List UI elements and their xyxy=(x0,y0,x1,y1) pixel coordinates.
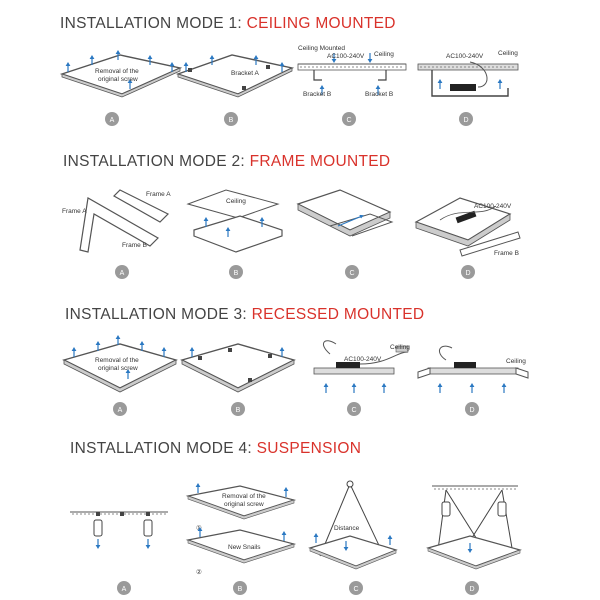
mode-4-figure-c: Distance xyxy=(308,480,398,570)
m3c-ceiling: Ceiling xyxy=(390,344,410,351)
mode-2-name: FRAME MOUNTED xyxy=(249,153,391,170)
m3-step-d xyxy=(465,402,479,416)
mode-3-title: INSTALLATION MODE 3: RECESSED MOUNTED xyxy=(65,306,424,324)
m4-step-a-label: A xyxy=(122,586,127,593)
m1c-ceiling: Ceiling xyxy=(374,51,394,58)
m2-step-c-label: C xyxy=(349,270,354,277)
mode-2-figure-b: Ceiling xyxy=(186,189,283,253)
m1-step-b xyxy=(224,112,238,126)
mode-1-name: CEILING MOUNTED xyxy=(246,15,396,32)
m1-step-d xyxy=(459,112,473,126)
m2-step-d xyxy=(461,265,475,279)
m1-bracket-a: Bracket A xyxy=(231,70,259,77)
m1-step-d-label: D xyxy=(463,117,468,124)
mode-4-figure-b: Removal of the original screw ① New Snai… xyxy=(185,482,297,576)
m2d-voltage: AC100-240V xyxy=(474,203,512,210)
mode-3-figure-a: Removal of the original screw xyxy=(62,334,178,393)
m3-removal-line1: Removal of the xyxy=(95,357,139,364)
m3-removal-line2: original screw xyxy=(98,365,138,372)
mode-4-title: INSTALLATION MODE 4: SUSPENSION xyxy=(70,440,361,458)
m4-step-c-label: C xyxy=(353,586,358,593)
mode-1-figure-b: Bracket A xyxy=(175,54,295,98)
mode-1-figure-d: AC100-240V Ceiling xyxy=(417,50,519,97)
m3d-ceiling: Ceiling xyxy=(506,358,526,365)
mode-4-name: SUSPENSION xyxy=(256,440,362,457)
m1-step-b-label: B xyxy=(229,117,234,124)
mode-1-figure-c: Ceiling Mounted AC100-240V Ceiling Brack… xyxy=(297,45,407,98)
m1-step-a-label: A xyxy=(110,117,115,124)
m4-step-d-label: D xyxy=(469,586,474,593)
mode-2-figure-d: AC100-240V Frame B xyxy=(414,197,521,257)
step-markers: A B C D A B C D A B C D A B C D xyxy=(105,112,479,595)
mode-1-figure-a: Removal of the original screw xyxy=(59,49,183,98)
mode-4-figure-a xyxy=(70,511,168,550)
mode-3-figure-d: Ceiling xyxy=(417,345,529,394)
mode-1-prefix: INSTALLATION MODE 1: xyxy=(60,15,242,32)
m1c-bracket-b2: Bracket B xyxy=(365,91,393,98)
m1c-bracket-b1: Bracket B xyxy=(303,91,331,98)
m2a-frame-a1: Frame A xyxy=(146,191,171,198)
m2d-frame-b: Frame B xyxy=(494,250,519,257)
m2a-frame-a2: Frame A xyxy=(62,208,87,215)
mode-3-figure-c: AC100-240V Ceiling xyxy=(313,340,410,394)
m3-step-a-label: A xyxy=(118,407,123,414)
m1d-voltage: AC100-240V xyxy=(446,53,484,60)
m4-step-c xyxy=(349,581,363,595)
m1-removal-line1: Removal of the xyxy=(95,68,139,75)
mode-2-figure-a: Frame A Frame A Frame B xyxy=(62,189,171,253)
m1-step-c-label: C xyxy=(346,117,351,124)
m3-step-c-label: C xyxy=(351,407,356,414)
m2-step-c xyxy=(345,265,359,279)
m3-step-b xyxy=(231,402,245,416)
m2a-frame-b: Frame B xyxy=(122,242,147,249)
m1c-voltage: AC100-240V xyxy=(327,53,365,60)
m1-step-a xyxy=(105,112,119,126)
m4b-new-snails: New Snails xyxy=(228,544,261,551)
m4-step-a xyxy=(117,581,131,595)
m4b-removal-line2: original screw xyxy=(224,501,264,508)
m3-step-b-label: B xyxy=(236,407,241,414)
m2-step-b-label: B xyxy=(234,270,239,277)
mode-2-figure-c xyxy=(296,189,394,237)
m1c-ceiling-mounted: Ceiling Mounted xyxy=(298,45,345,52)
m4b-marker-2: ② xyxy=(196,568,202,576)
m1-removal-line2: original screw xyxy=(98,76,138,83)
m1-step-c xyxy=(342,112,356,126)
m2-step-d-label: D xyxy=(465,270,470,277)
m3-step-a xyxy=(113,402,127,416)
m2-step-b xyxy=(229,265,243,279)
m2-step-a xyxy=(115,265,129,279)
m4b-marker-1: ① xyxy=(196,524,202,532)
mode-2-title: INSTALLATION MODE 2: FRAME MOUNTED xyxy=(63,153,390,171)
mode-2-prefix: INSTALLATION MODE 2: xyxy=(63,153,245,170)
m4-step-b-label: B xyxy=(238,586,243,593)
m3c-voltage: AC100-240V xyxy=(344,356,382,363)
mode-3-figure-b xyxy=(180,343,296,393)
m4c-distance: Distance xyxy=(334,525,360,532)
m2-step-a-label: A xyxy=(120,270,125,277)
mode-1-title: INSTALLATION MODE 1: CEILING MOUNTED xyxy=(60,15,396,33)
m3-step-d-label: D xyxy=(469,407,474,414)
mode-3-prefix: INSTALLATION MODE 3: xyxy=(65,306,247,323)
m3-step-c xyxy=(347,402,361,416)
m2b-ceiling: Ceiling xyxy=(226,198,246,205)
m4-step-b xyxy=(233,581,247,595)
m1d-ceiling: Ceiling xyxy=(498,50,518,57)
mode-3-name: RECESSED MOUNTED xyxy=(251,306,425,323)
mode-4-prefix: INSTALLATION MODE 4: xyxy=(70,440,252,457)
m4b-removal-line1: Removal of the xyxy=(222,493,266,500)
m4-step-d xyxy=(465,581,479,595)
mode-4-figure-d xyxy=(426,485,522,570)
